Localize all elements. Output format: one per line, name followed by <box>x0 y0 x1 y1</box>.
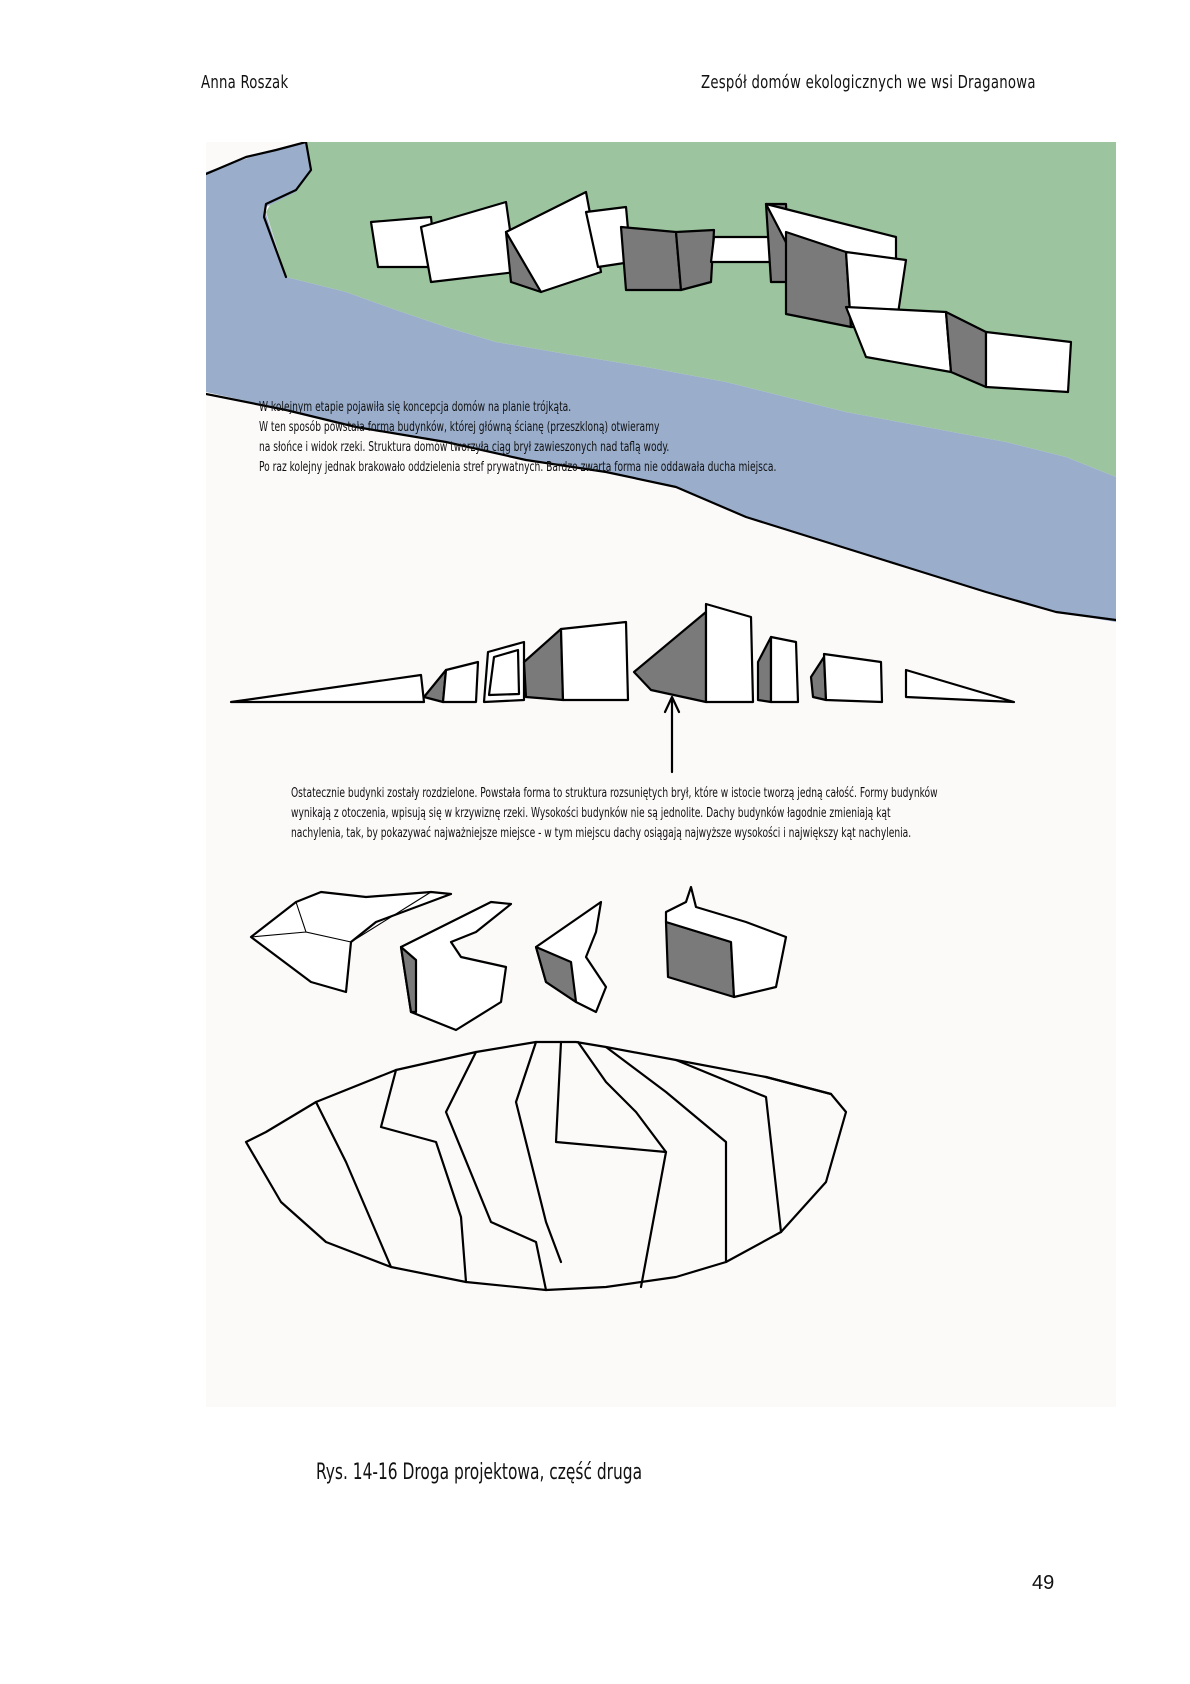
header-author: Anna Roszak <box>201 72 289 93</box>
house-form-2 <box>399 900 513 1032</box>
note-top-line-4: Po raz kolejny jednak brakowało oddziele… <box>259 460 777 475</box>
house-3 <box>504 190 603 294</box>
note-top-line-3: na słońce i widok rzeki. Struktura domów… <box>259 440 670 455</box>
fan-plan-sketch <box>244 1040 848 1292</box>
figure-caption: Rys. 14-16 Droga projektowa, część druga <box>316 1460 643 1485</box>
elevation-wedge-right <box>904 668 1016 704</box>
design-sketches <box>206 142 1116 1292</box>
elevation-block-5-shade <box>756 635 773 704</box>
elevation-block-6 <box>822 652 884 704</box>
elevation-block-1 <box>441 660 480 704</box>
house-form-3-shade <box>534 945 578 1004</box>
elevation-block-4 <box>704 602 755 704</box>
elevation-block-3-shade <box>522 627 565 702</box>
design-figure: W kolejnym etapie pojawiła się koncepcja… <box>206 142 1116 1407</box>
header-title: Zespół domów ekologicznych we wsi Dragan… <box>701 72 1036 93</box>
house-form-2-shade <box>399 945 418 1014</box>
elevation-wedge-left <box>229 673 426 704</box>
house-5 <box>619 225 683 292</box>
note-middle-line-1: Ostatecznie budynki zostały rozdzielone.… <box>291 786 938 801</box>
river-area <box>206 142 1116 622</box>
house-form-4 <box>664 885 788 999</box>
elevation-block-4-shade <box>632 610 708 704</box>
house-6 <box>709 235 773 264</box>
arrow-up <box>663 695 681 774</box>
house-10 <box>984 330 1073 394</box>
house-5-side <box>674 228 716 292</box>
page-number: 49 <box>1032 1572 1055 1594</box>
elevation-block-2-inner <box>487 648 521 697</box>
note-top: W kolejnym etapie pojawiła się koncepcja… <box>259 398 776 478</box>
river-landscape-sketch <box>206 142 1116 622</box>
note-top-line-2: W ten sposób powstała forma budynków, kt… <box>259 420 660 435</box>
elevation-block-5 <box>769 635 800 704</box>
house-forms-sketch <box>249 885 788 1032</box>
elevation-sketch <box>229 602 1016 774</box>
note-middle: Ostatecznie budynki zostały rozdzielone.… <box>291 784 938 844</box>
note-middle-line-3: nachylenia, tak, by pokazywać najważniej… <box>291 826 912 841</box>
elevation-block-3 <box>559 620 630 702</box>
note-middle-line-2: wynikają z otoczenia, wpisują się w krzy… <box>291 806 891 821</box>
note-top-line-1: W kolejnym etapie pojawiła się koncepcja… <box>259 400 572 415</box>
